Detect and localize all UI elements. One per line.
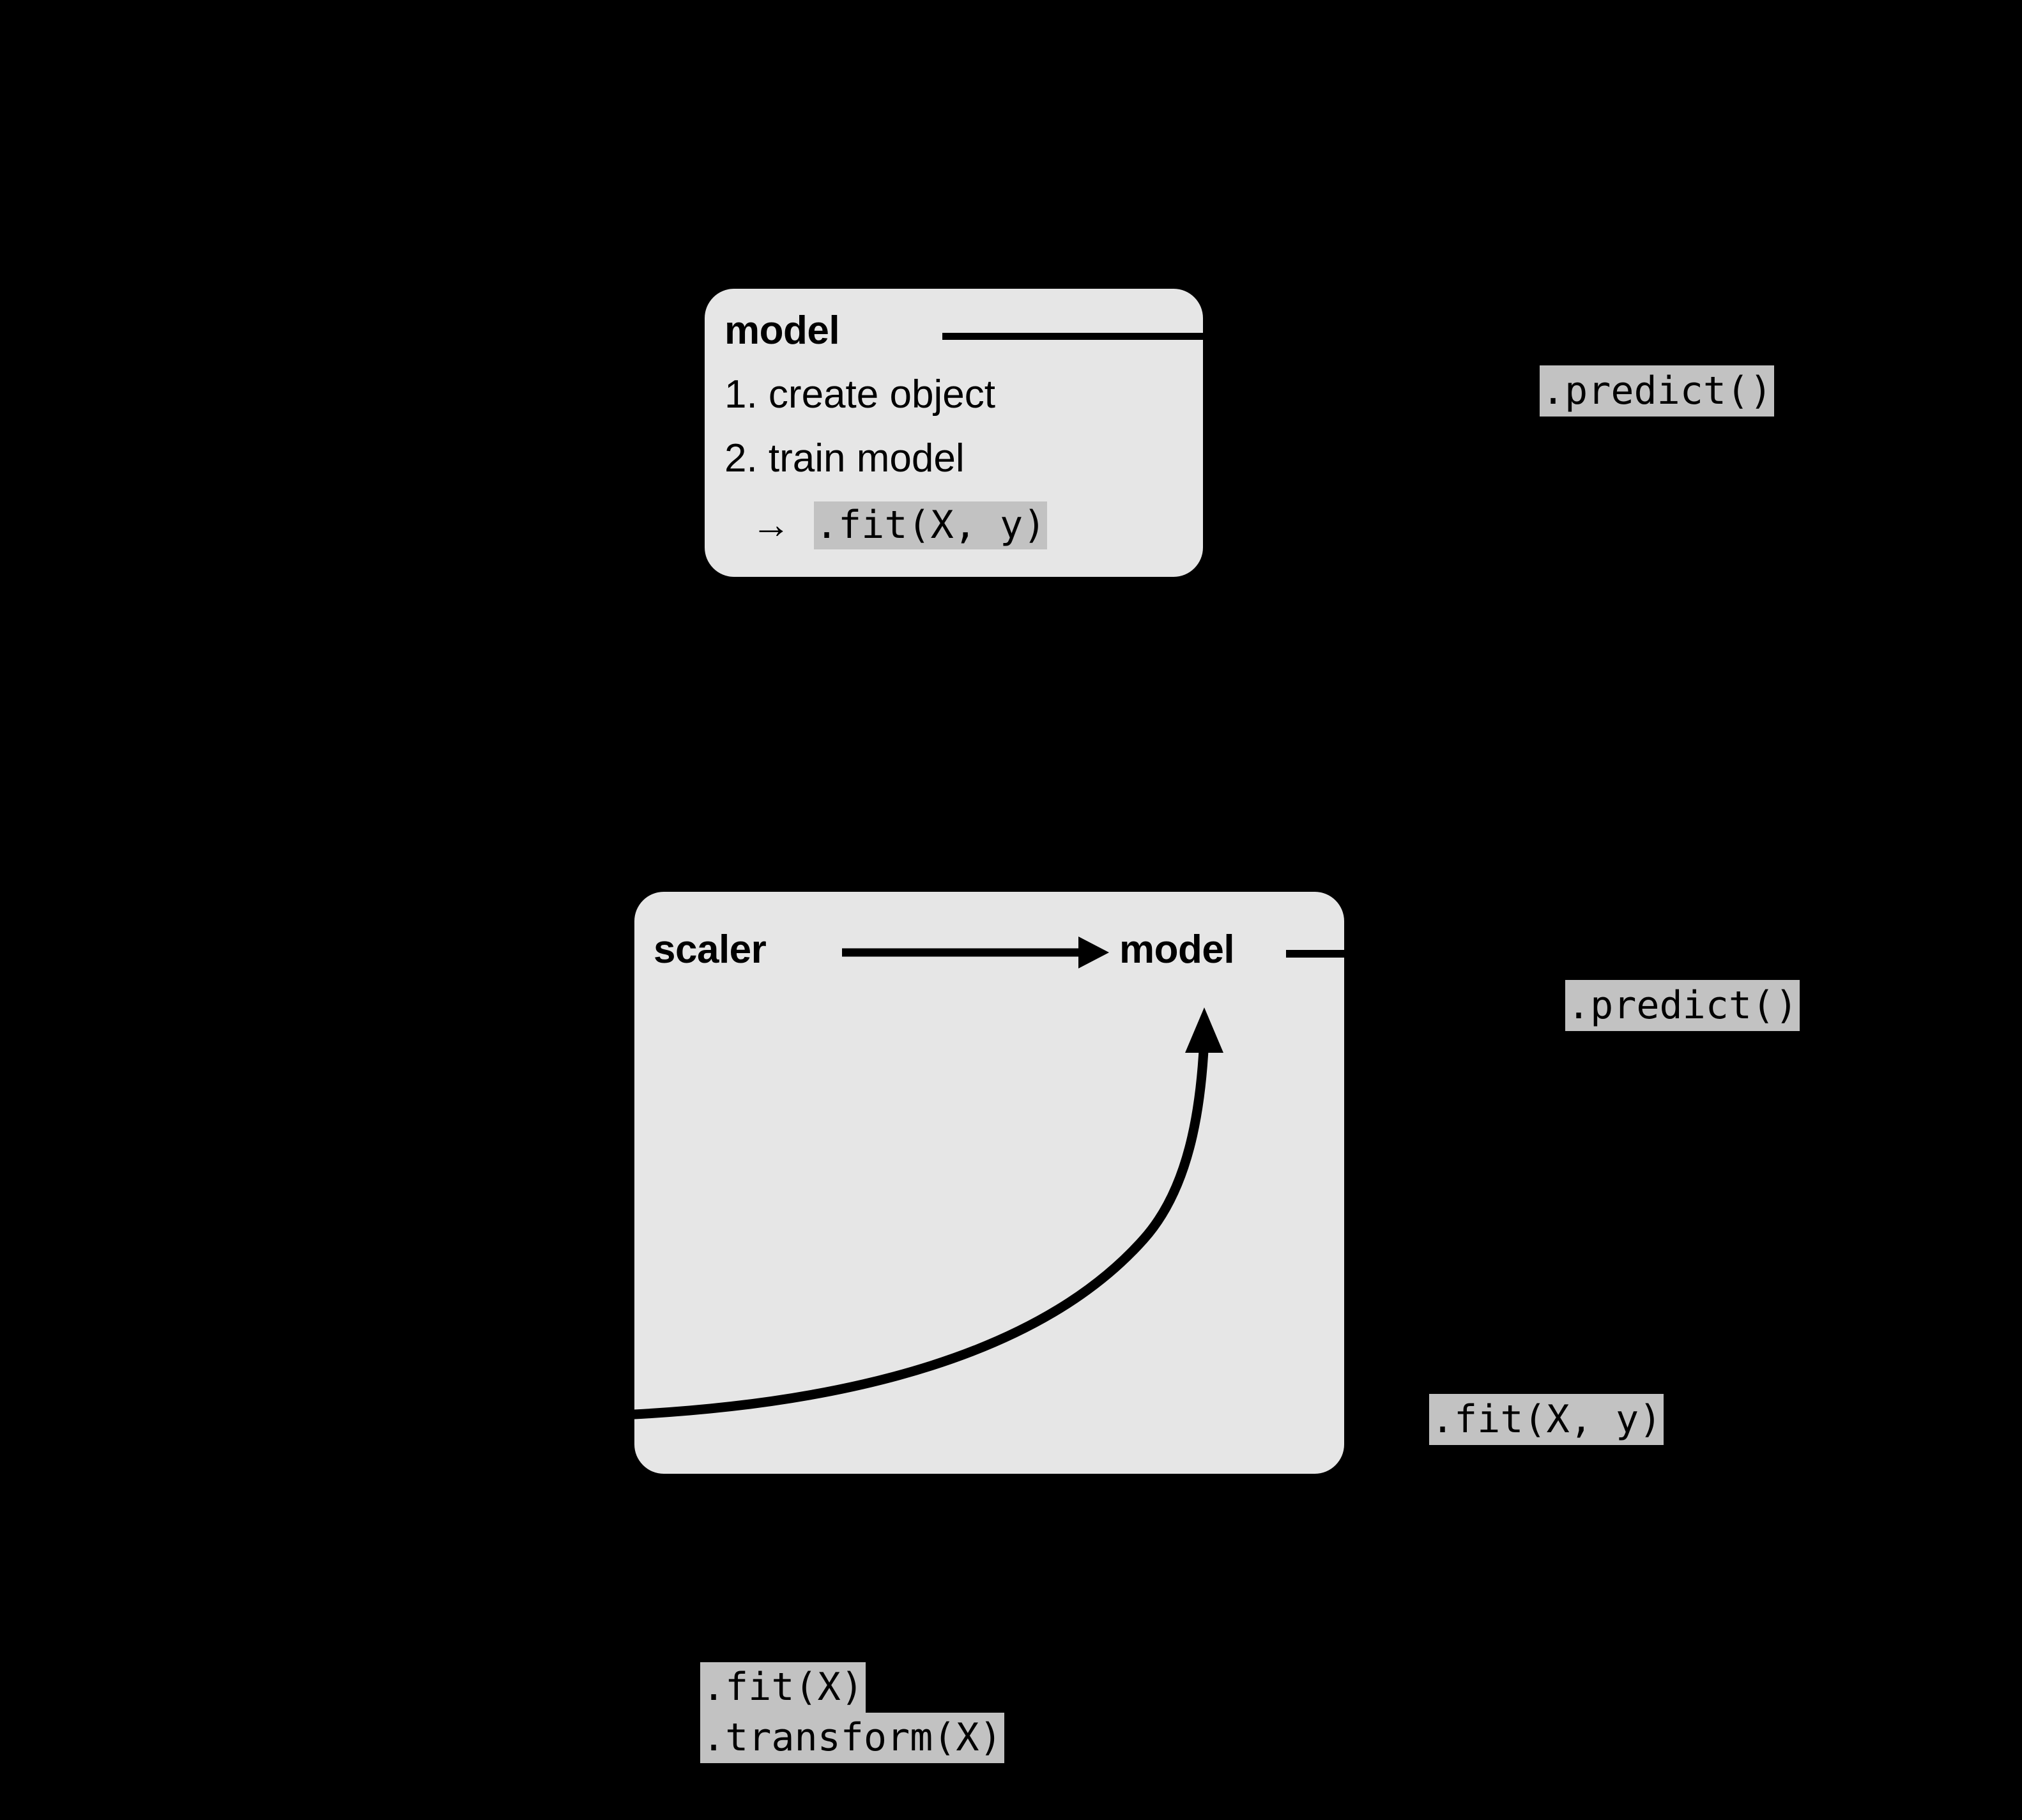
model-connector-line — [942, 333, 1203, 340]
model-panel-step-2: 2. train model — [724, 436, 965, 480]
transform-x-label: .transform(X) — [700, 1712, 1004, 1763]
pipeline-stage-scaler: scaler — [654, 928, 767, 972]
predict-label-top: .predict() — [1540, 365, 1775, 417]
model-panel-title: model — [724, 309, 840, 353]
fit-x-label: .fit(X) — [700, 1662, 866, 1713]
scaler-method-labels: .fit(X) .transform(X) — [700, 1662, 1004, 1763]
fit-xy-label: .fit(X, y) — [1429, 1394, 1664, 1445]
right-arrow-icon: → — [751, 503, 791, 547]
pipeline-model-connector-line — [1286, 950, 1344, 958]
model-panel-fit-row: → .fit(X, y) — [751, 501, 1048, 549]
pipeline-panel — [634, 892, 1344, 1474]
model-panel-step-1: 1. create object — [724, 372, 995, 417]
pipeline-stage-model: model — [1119, 928, 1235, 972]
fit-xy-code-chip: .fit(X, y) — [814, 501, 1048, 549]
predict-label-middle: .predict() — [1565, 980, 1800, 1031]
